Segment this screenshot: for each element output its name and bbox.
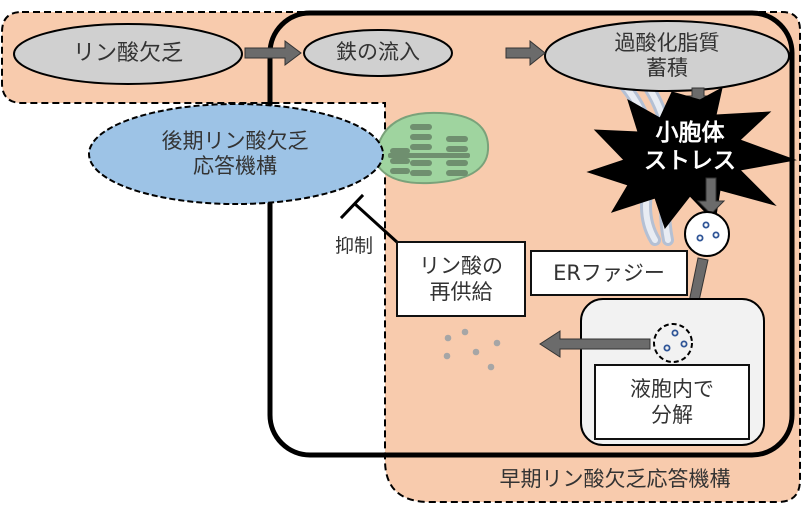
label-lipid-peroxide: 過酸化脂質 蓄積 — [614, 30, 720, 80]
node-phosphate-starvation — [13, 23, 243, 85]
phosphate-particles — [443, 328, 501, 371]
label-late-response: 後期リン酸欠乏 応答機構 — [161, 128, 309, 178]
inhibition-line — [339, 193, 401, 246]
arrow-stress-to-vesicle — [696, 177, 726, 215]
label-inhibition: 抑制 — [334, 234, 373, 257]
node-late-response — [88, 103, 384, 205]
label-phosphate-starvation: リン酸欠乏 — [72, 40, 183, 66]
vesicle-in-vacuole — [653, 323, 693, 363]
label-iron-influx: 鉄の流入 — [336, 40, 420, 65]
cell-boundary — [267, 10, 795, 458]
arrow-vacuole-to-phosphate — [539, 330, 651, 358]
autophagosome — [684, 211, 730, 257]
er-stress-burst — [586, 87, 797, 230]
label-early-response-region: 早期リン酸欠乏応答機構 — [499, 467, 731, 492]
chloroplast-illustration — [373, 111, 490, 185]
node-lipid-peroxide — [544, 20, 790, 92]
box-er-phagy: ERファジー — [530, 250, 688, 296]
node-iron-influx — [303, 29, 453, 77]
label-er-stress: 小胞体 ストレス — [644, 120, 736, 174]
arrow-iron-to-lipid — [505, 39, 546, 67]
arrow-starvation-to-iron — [244, 40, 302, 66]
box-vacuole-degradation: 液胞内で 分解 — [594, 364, 750, 440]
box-phosphate-resupply: リン酸の 再供給 — [396, 241, 526, 317]
